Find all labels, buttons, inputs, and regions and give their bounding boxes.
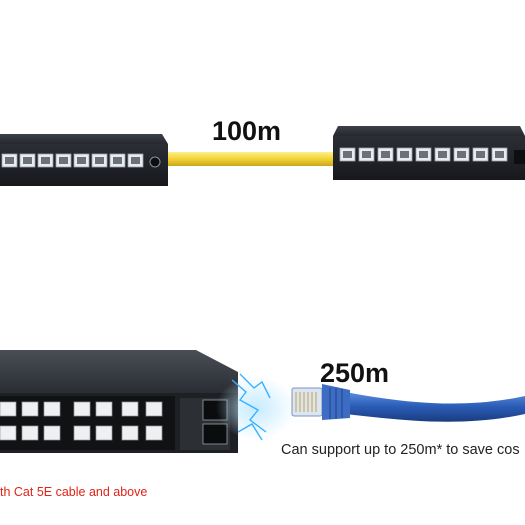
blue-ethernet-cable — [345, 392, 525, 422]
right-small-switch — [333, 126, 525, 180]
electric-spark-icon — [231, 373, 271, 441]
large-switch — [0, 350, 238, 453]
spark-glow — [216, 376, 296, 440]
yellow-ethernet-cable — [160, 152, 340, 166]
distance-label-long: 250m — [320, 358, 390, 388]
left-small-switch — [0, 134, 168, 186]
caption-cable-requirement: th Cat 5E cable and above — [0, 485, 148, 499]
caption-long-distance: Can support up to 250m* to save cos — [281, 442, 520, 458]
distance-label-short: 100m — [212, 116, 282, 146]
rj45-connector-icon — [291, 384, 350, 420]
